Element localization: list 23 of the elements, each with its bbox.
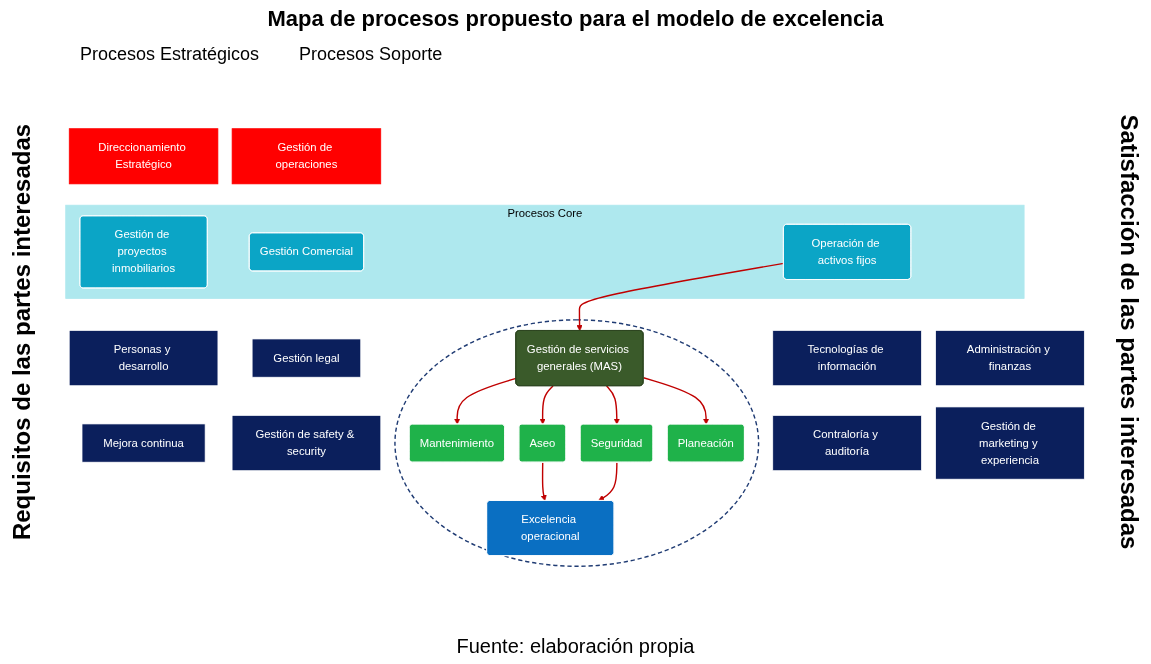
side-label: Satisfacción de las partes interesadas: [1115, 114, 1143, 550]
arrow: [605, 384, 620, 425]
side-label: Requisitos de las partes interesadas: [8, 123, 36, 541]
source-caption: Fuente: elaboración propia: [455, 635, 696, 658]
node-box: Gestión de safety & security: [231, 414, 382, 471]
section-heading: Procesos Estratégicos: [80, 44, 260, 64]
arrow: [576, 262, 785, 331]
node-box: Direccionamiento Estratégico: [68, 127, 219, 184]
arrow: [642, 376, 710, 425]
diagram-title: Mapa de procesos propuesto para el modelo de excelencia: [266, 6, 885, 32]
arrow: [454, 377, 517, 425]
node-box: Gestión de operaciones: [231, 127, 382, 184]
arrow: [540, 461, 547, 501]
arrow: [598, 461, 618, 501]
node-box: Mejora continua: [81, 423, 206, 463]
section-heading: Procesos Soporte: [299, 44, 443, 64]
node-box: Contraloría y auditoría: [772, 414, 922, 471]
node-box: Tecnologías de información: [772, 329, 922, 386]
node-box: Gestión legal: [251, 338, 362, 378]
node-box: Administración y finanzas: [935, 329, 1085, 386]
arrow: [539, 384, 554, 425]
node-box: Gestión de marketing y experiencia: [935, 406, 1085, 480]
node-box: Personas y desarrollo: [68, 329, 219, 386]
